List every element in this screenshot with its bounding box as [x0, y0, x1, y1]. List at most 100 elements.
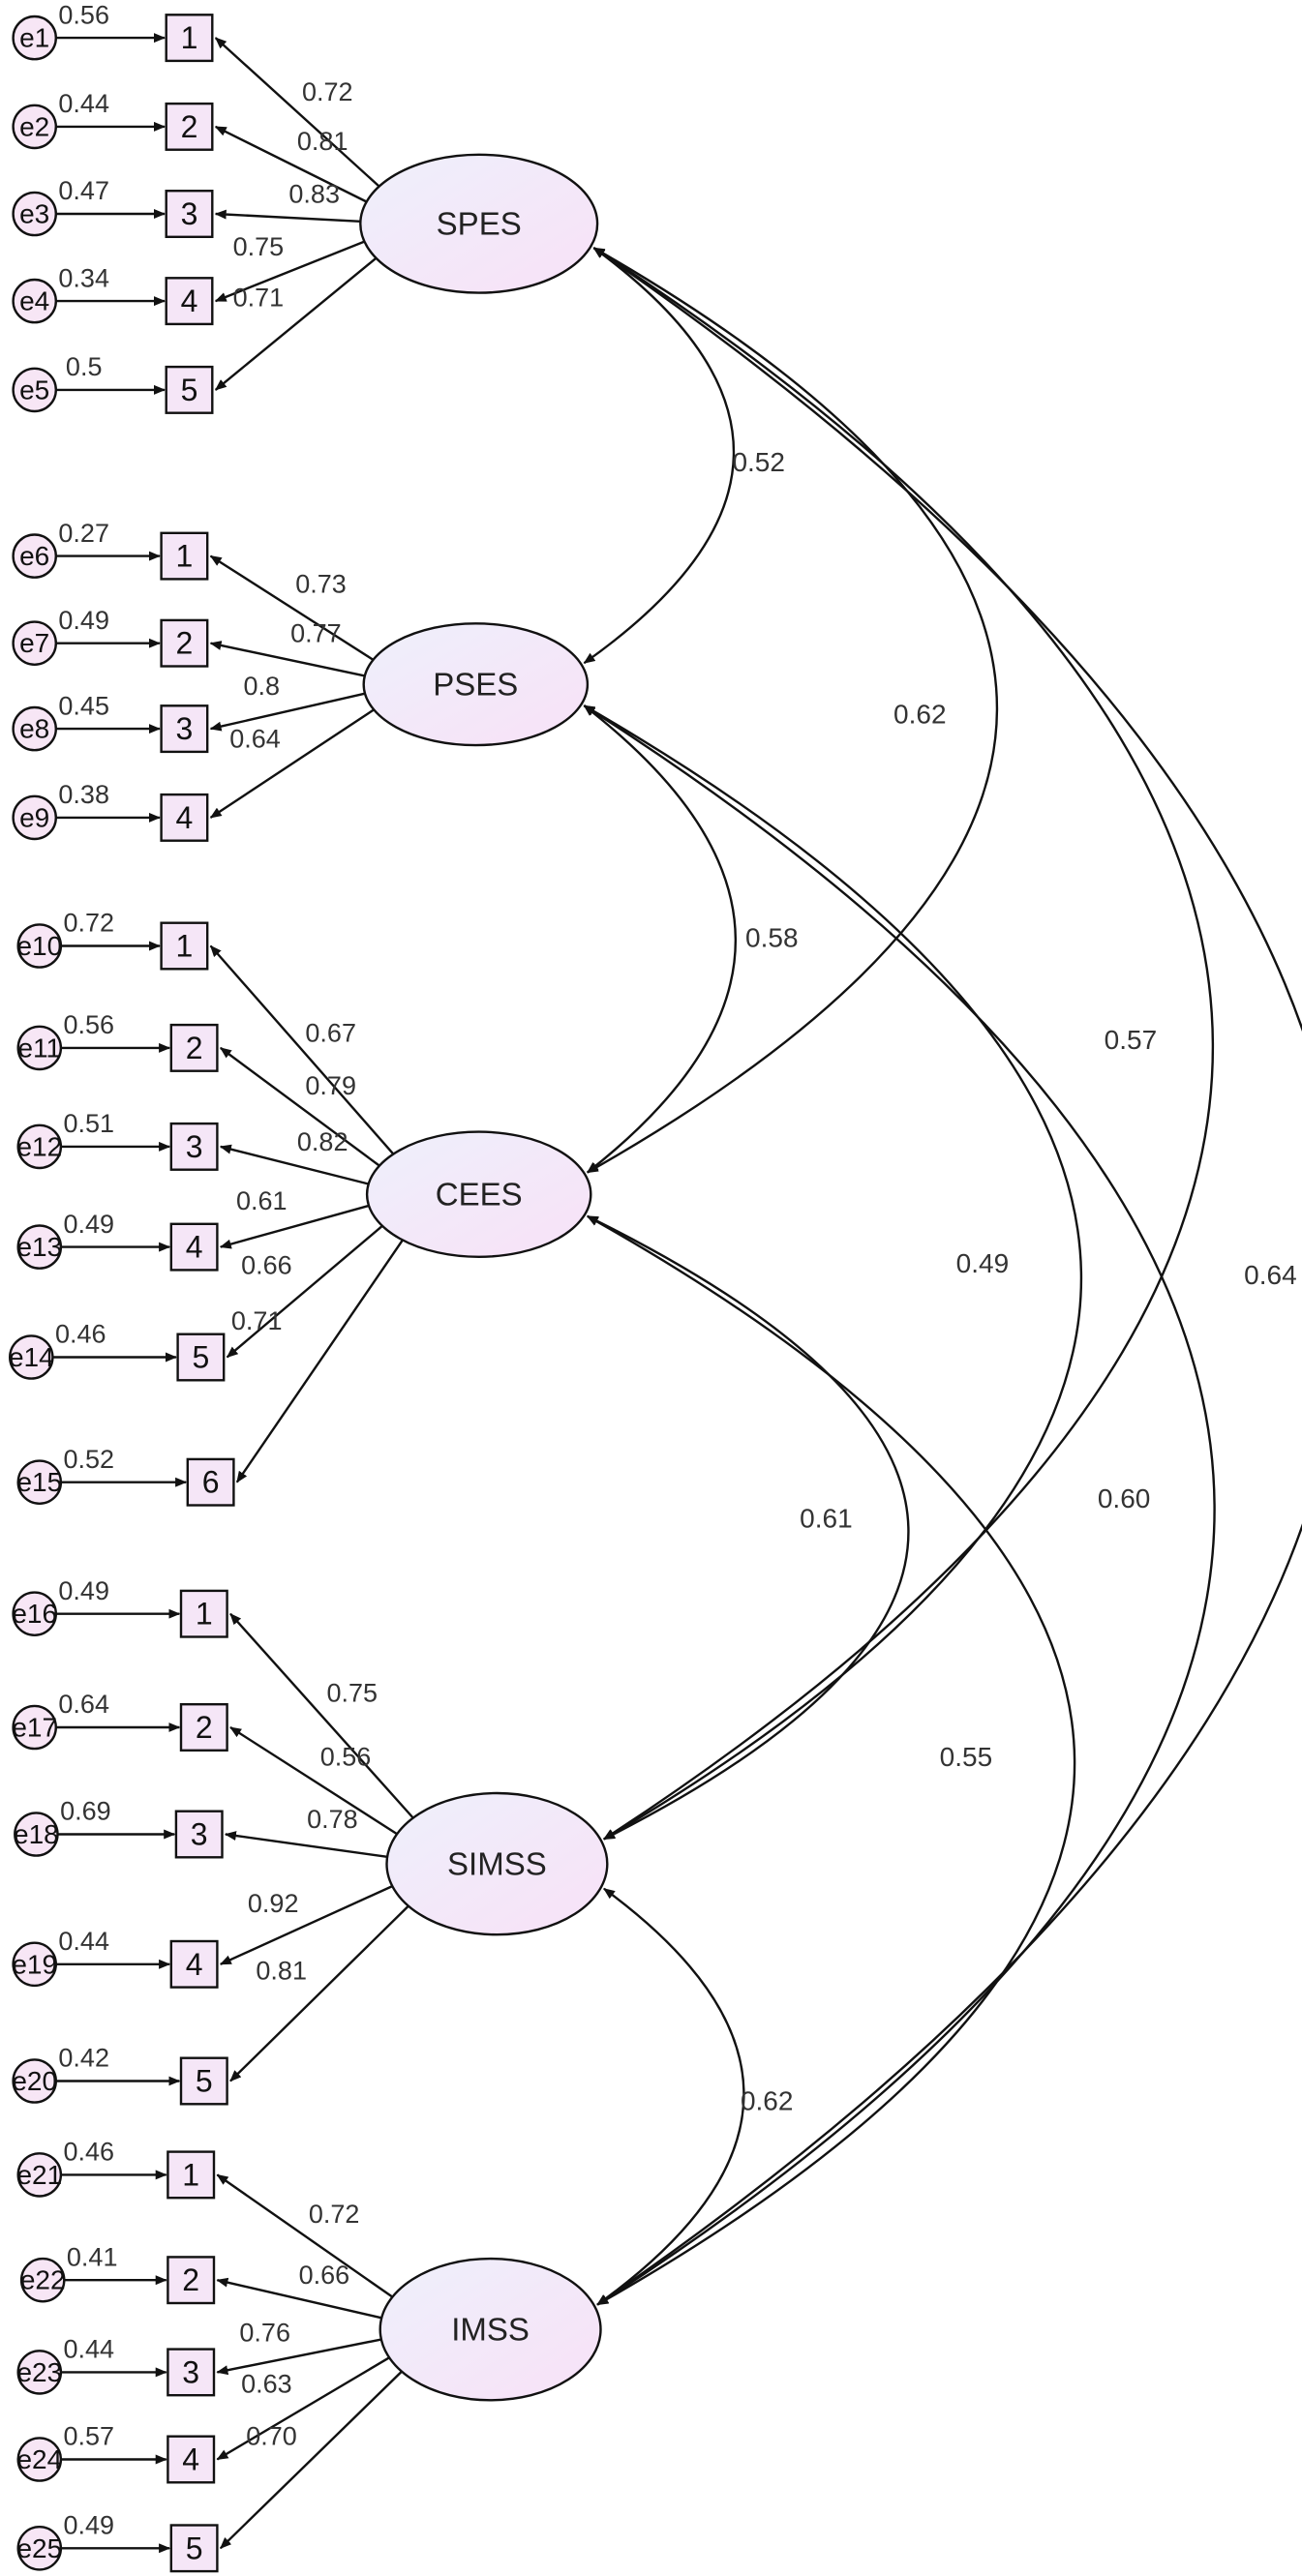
error-term-label-e10: e10 [16, 931, 62, 961]
loading-label-imss-4: 0.63 [241, 2369, 292, 2398]
error-term-label-e3: e3 [19, 199, 49, 229]
loading-label-imss-5: 0.70 [246, 2422, 297, 2451]
indicator-box-simss-2 [179, 1702, 228, 1752]
indicator-label-simss-2: 2 [196, 1710, 213, 1745]
indicator-box-pses-2 [160, 618, 209, 668]
indicator-label-pses-1: 1 [176, 539, 194, 574]
error-term-e7 [12, 620, 58, 667]
indicator-box-cees-4 [169, 1222, 219, 1272]
error-term-e18 [14, 1812, 59, 1857]
indicator-box-spes-5 [165, 365, 214, 414]
error-term-e1 [12, 15, 58, 61]
indicator-label-pses-3: 3 [176, 711, 194, 746]
loading-label-simss-5: 0.81 [256, 1957, 307, 1986]
indicator-box-imss-2 [167, 2256, 216, 2305]
indicator-box-cees-2 [169, 1023, 219, 1072]
loading-arrow-imss-2 [216, 2277, 382, 2320]
correlation-label-spes-pses: 0.52 [732, 447, 785, 477]
error-variance-e16: 0.49 [58, 1576, 109, 1605]
error-variance-e5: 0.5 [66, 352, 103, 381]
loading-arrow-cees-1 [209, 944, 395, 1155]
error-term-label-e9: e9 [19, 802, 49, 832]
error-term-label-e5: e5 [19, 374, 49, 404]
indicator-label-simss-5: 5 [196, 2064, 213, 2099]
error-term-label-e13: e13 [16, 1232, 62, 1262]
error-term-label-e22: e22 [20, 2265, 66, 2295]
error-term-e25 [16, 2525, 63, 2571]
indicator-box-cees-3 [169, 1122, 219, 1171]
correlation-label-pses-simss: 0.49 [956, 1248, 1010, 1278]
latent-factor-label-spes: SPES [437, 206, 522, 242]
error-term-e22 [19, 2257, 66, 2303]
loading-label-cees-3: 0.82 [297, 1127, 348, 1156]
indicator-box-pses-4 [160, 793, 209, 842]
indicator-box-imss-5 [169, 2524, 219, 2573]
error-term-label-e11: e11 [17, 1033, 61, 1063]
correlation-arrow-cees-imss [586, 1214, 1076, 2306]
error-term-e9 [12, 794, 58, 841]
indicator-label-cees-6: 6 [202, 1465, 220, 1500]
connection-layer [52, 33, 1302, 2554]
error-variance-e24: 0.57 [64, 2422, 115, 2451]
error-variance-e2: 0.44 [58, 89, 109, 118]
correlation-arrow-cees-simss [586, 1214, 910, 1841]
correlation-arrow-pses-simss [583, 704, 1083, 1841]
loading-label-spes-4: 0.75 [233, 232, 285, 261]
correlation-label-simss-imss: 0.62 [741, 2085, 794, 2115]
indicator-label-cees-3: 3 [186, 1129, 203, 1164]
loading-label-simss-1: 0.75 [327, 1678, 378, 1707]
indicator-label-imss-1: 1 [182, 2157, 199, 2192]
loading-arrow-imss-3 [216, 2338, 382, 2376]
correlation-label-pses-imss: 0.60 [1098, 1483, 1151, 1513]
error-term-label-e18: e18 [14, 1819, 59, 1849]
correlation-label-spes-imss: 0.64 [1244, 1260, 1297, 1290]
error-variance-e8: 0.45 [58, 691, 109, 720]
loading-arrow-cees-4 [219, 1204, 370, 1249]
indicator-box-spes-2 [165, 102, 214, 151]
error-variance-e13: 0.49 [64, 1210, 115, 1239]
loading-arrow-pses-3 [209, 692, 366, 732]
error-term-label-e19: e19 [12, 1949, 57, 1979]
indicator-label-spes-3: 3 [181, 196, 198, 231]
error-term-e8 [12, 705, 58, 752]
error-term-e23 [16, 2350, 63, 2395]
error-variance-e14: 0.46 [55, 1320, 106, 1349]
loading-label-imss-2: 0.66 [299, 2261, 350, 2290]
indicator-label-spes-4: 4 [181, 284, 198, 318]
error-variance-e11: 0.56 [64, 1010, 115, 1039]
indicator-label-imss-2: 2 [182, 2262, 199, 2297]
indicator-box-pses-3 [160, 704, 209, 754]
error-variance-e19: 0.44 [58, 1927, 109, 1956]
error-term-label-e7: e7 [19, 628, 49, 658]
indicator-label-simss-4: 4 [186, 1947, 203, 1982]
error-term-label-e14: e14 [9, 1342, 54, 1372]
indicator-box-simss-5 [179, 2056, 228, 2106]
correlation-label-cees-imss: 0.55 [940, 1742, 993, 1772]
shape-layer [8, 14, 609, 2573]
error-variance-e18: 0.69 [60, 1797, 111, 1826]
latent-factor-spes [359, 153, 599, 294]
loading-label-imss-3: 0.76 [239, 2319, 290, 2348]
correlation-arrow-spes-pses [583, 247, 736, 665]
indicator-label-cees-4: 4 [186, 1230, 203, 1265]
loading-arrow-simss-5 [229, 1904, 409, 2082]
latent-factor-label-cees: CEES [436, 1177, 523, 1213]
correlation-arrow-spes-imss [592, 247, 1302, 2306]
indicator-box-cees-1 [160, 921, 209, 971]
latent-factor-label-simss: SIMSS [447, 1846, 547, 1882]
error-term-e14 [8, 1334, 54, 1380]
error-term-label-e12: e12 [16, 1131, 62, 1161]
indicator-label-spes-5: 5 [181, 373, 198, 407]
loading-label-cees-2: 0.79 [305, 1071, 356, 1100]
error-term-e2 [12, 104, 58, 150]
indicator-box-simss-3 [174, 1810, 224, 1859]
indicator-label-cees-2: 2 [186, 1031, 203, 1065]
loading-label-simss-3: 0.78 [307, 1805, 358, 1834]
error-term-label-e21: e21 [16, 2160, 62, 2190]
loading-arrow-simss-4 [219, 1885, 393, 1965]
loading-label-spes-5: 0.71 [233, 284, 285, 313]
error-variance-e20: 0.42 [58, 2044, 109, 2073]
loading-arrow-pses-2 [209, 641, 366, 677]
